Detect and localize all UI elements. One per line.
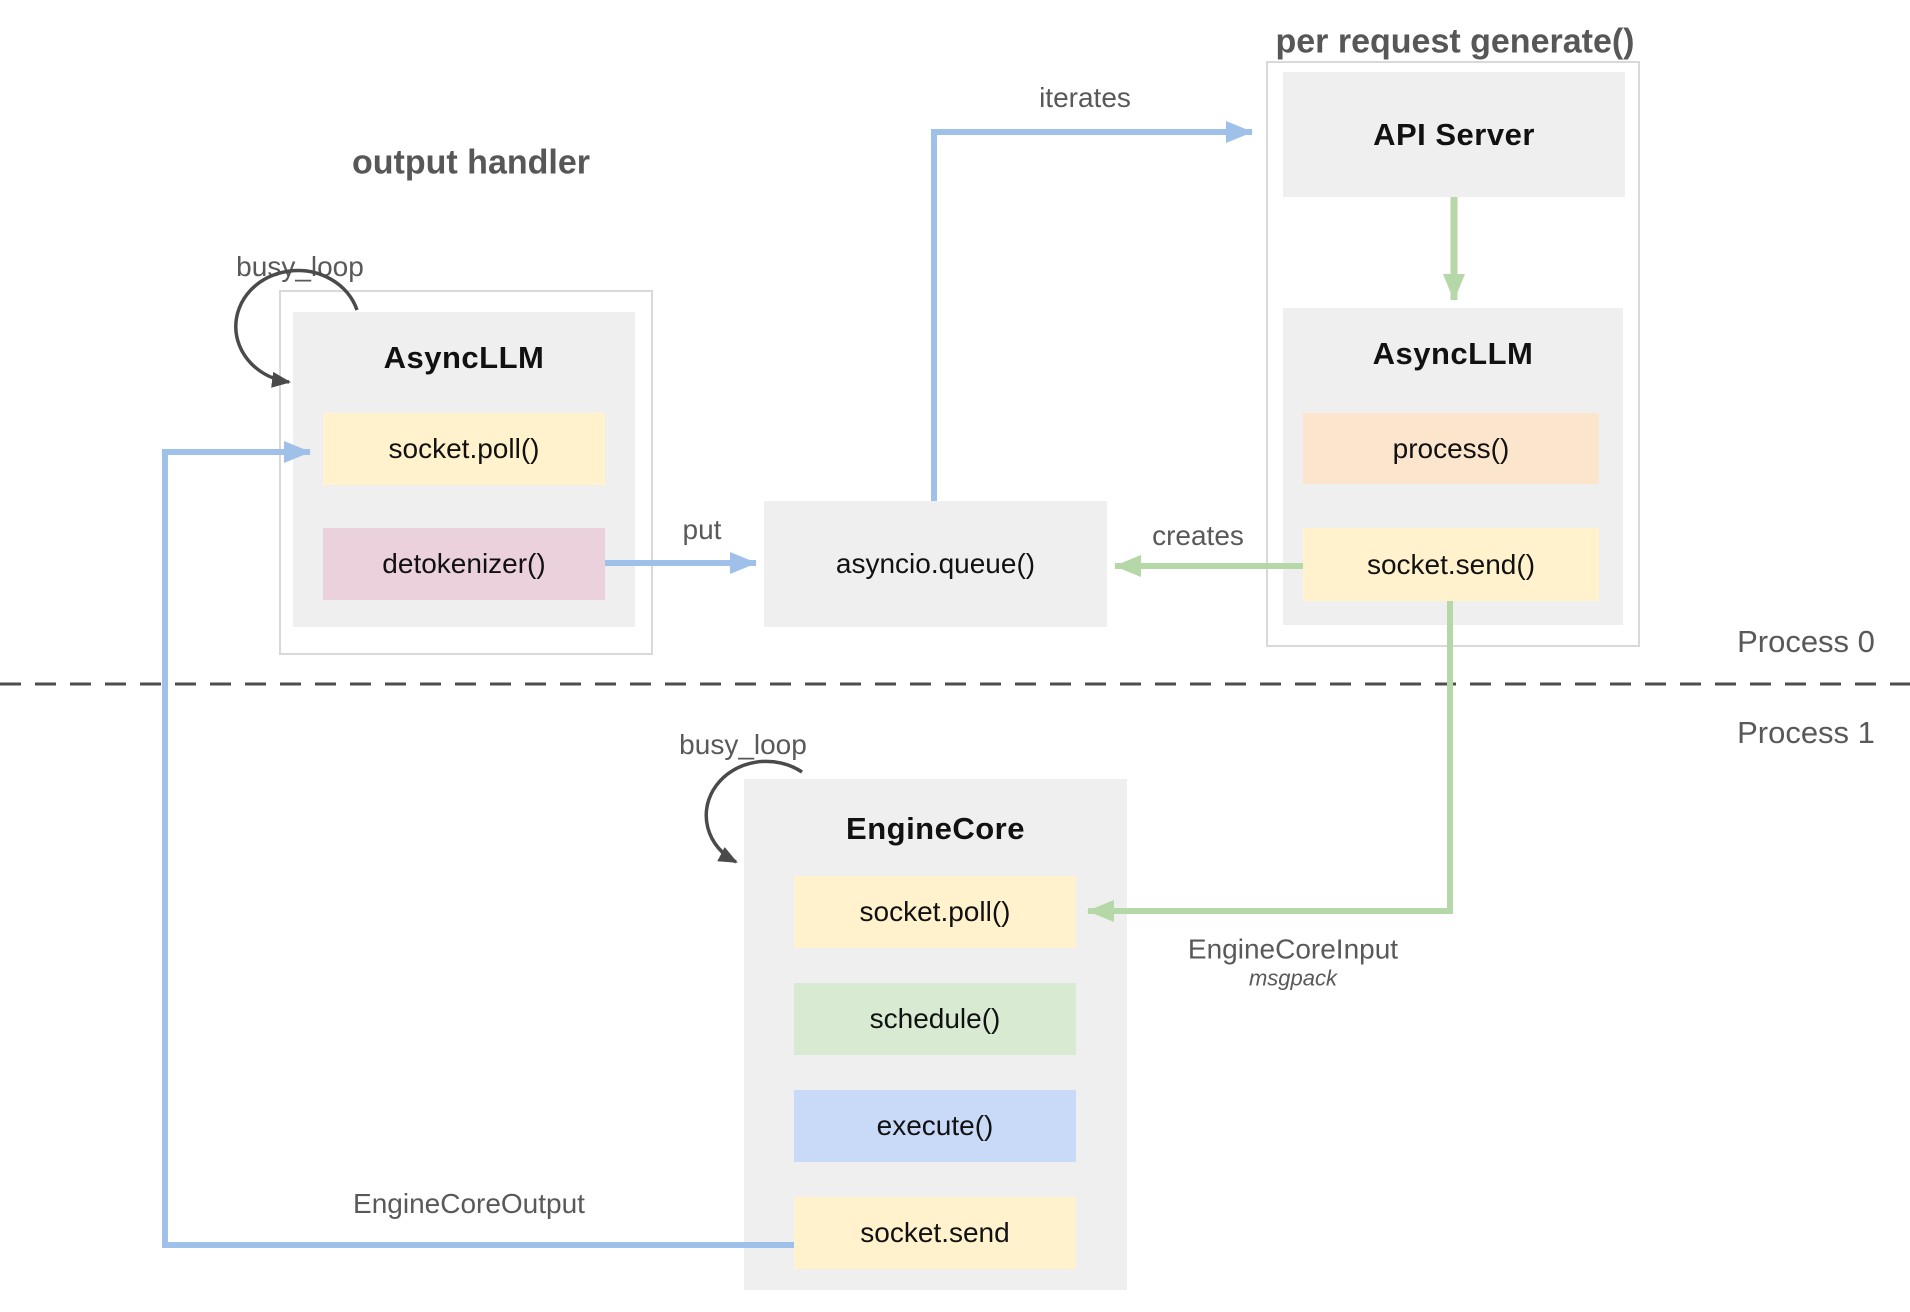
method-socket-send-engine: socket.send	[794, 1197, 1076, 1269]
msgpack-label: msgpack	[1248, 965, 1338, 991]
output-handler-title: output handler	[352, 143, 590, 182]
arrow-iterates	[931, 121, 1253, 501]
put-label: put	[682, 514, 722, 545]
busy-loop-label-bottom: busy_loop	[679, 729, 807, 760]
api-server-title: API Server	[1373, 116, 1535, 152]
method-execute: execute()	[794, 1090, 1076, 1162]
asyncio-queue-label: asyncio.queue()	[835, 548, 1036, 579]
api-server-box: API Server	[1283, 72, 1625, 197]
async-llm-right-title: AsyncLLM	[1372, 336, 1534, 371]
engine-core-title: EngineCore	[846, 811, 1025, 846]
process-0-label: Process 0	[1737, 624, 1875, 659]
asyncio-queue-box: asyncio.queue()	[764, 501, 1107, 627]
engine-core-input-text: EngineCoreInput	[1187, 933, 1399, 965]
creates-label: creates	[1152, 520, 1244, 551]
method-socket-poll-left: socket.poll()	[323, 413, 605, 485]
arrow-engine-core-input	[1087, 601, 1453, 922]
engine-core-input-label: EngineCoreInput msgpack	[1188, 933, 1398, 990]
method-process: process()	[1303, 413, 1599, 484]
engine-core-output-label: EngineCoreOutput	[353, 1188, 585, 1219]
method-socket-poll-engine: socket.poll()	[794, 876, 1076, 948]
iterates-label: iterates	[1039, 82, 1131, 113]
method-schedule: schedule()	[794, 983, 1076, 1055]
busy-loop-label-top: busy_loop	[236, 251, 364, 282]
method-detokenizer: detokenizer()	[323, 528, 605, 600]
per-request-generate-title: per request generate()	[1275, 22, 1635, 61]
async-llm-left-title: AsyncLLM	[383, 340, 545, 375]
process-1-label: Process 1	[1737, 715, 1875, 750]
method-socket-send-right: socket.send()	[1303, 528, 1599, 601]
